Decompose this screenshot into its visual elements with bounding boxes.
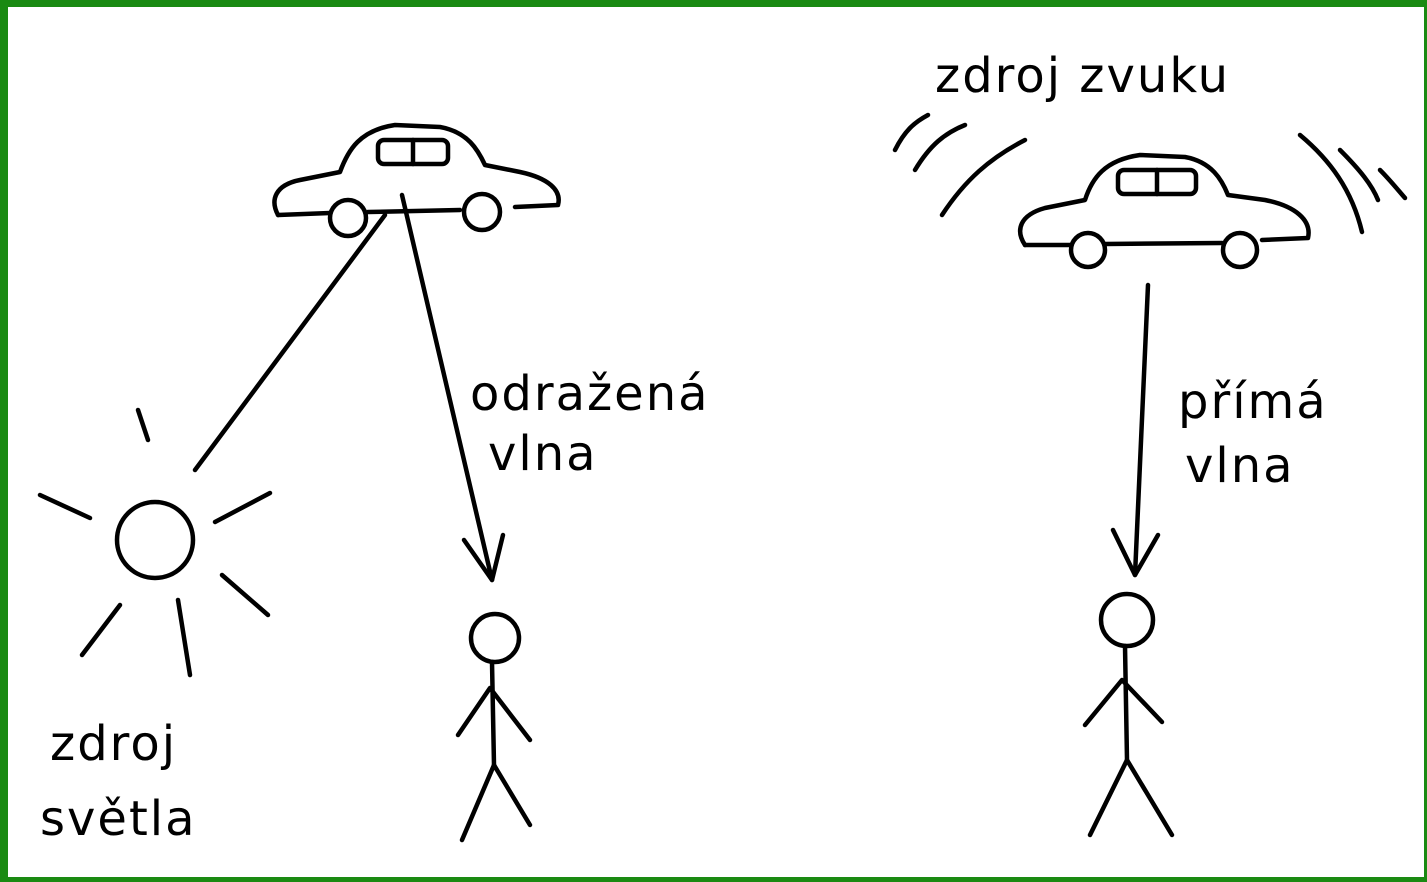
label-light-source-line2: světla (40, 791, 197, 847)
label-sound-source: zdroj zvuku (935, 48, 1230, 104)
label-reflected-wave-line2: vlna (488, 426, 598, 482)
car-left (274, 125, 558, 236)
direct-wave-arrow (1113, 285, 1158, 575)
label-reflected-wave-line1: odražená (470, 366, 710, 422)
sound-waves-icon (895, 115, 1405, 232)
label-direct-wave-line1: přímá (1178, 374, 1328, 430)
label-light-source-line1: zdroj (50, 716, 177, 772)
car-right (1020, 155, 1308, 267)
observer-right (1085, 594, 1172, 835)
label-direct-wave-line2: vlna (1185, 438, 1295, 494)
observer-left (458, 614, 530, 840)
sun-icon (40, 410, 270, 675)
incident-ray (195, 215, 385, 470)
